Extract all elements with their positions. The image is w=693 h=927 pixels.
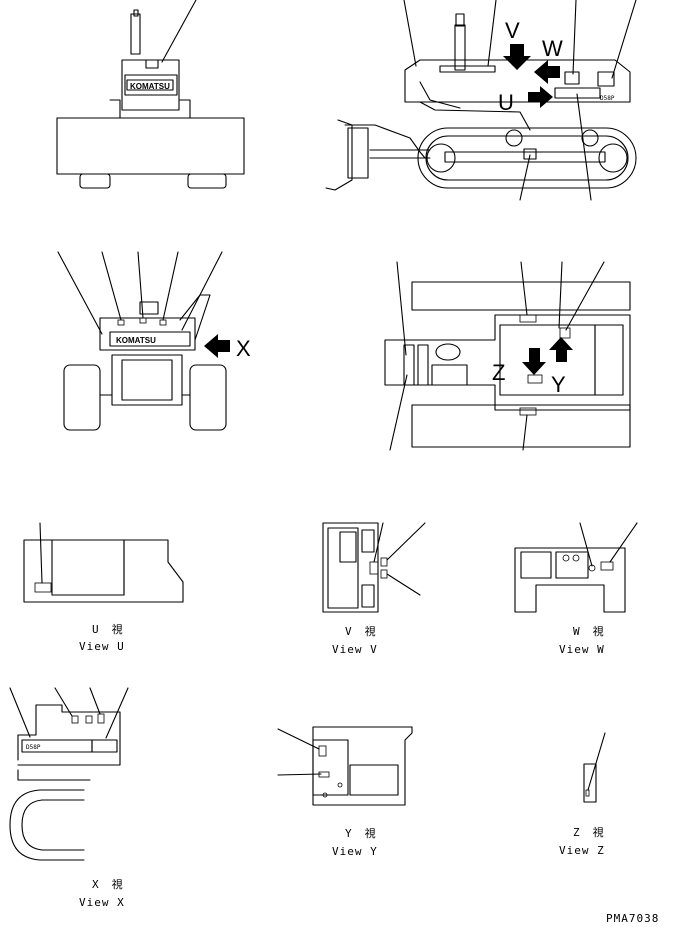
front-view: KOMATSU (56, 0, 245, 189)
view-w-jp-label: W 視 (573, 624, 605, 638)
view-v-en-label: View V (332, 643, 378, 656)
view-y-en-label: View Y (332, 845, 378, 858)
view-y-drawing (277, 726, 413, 806)
view-z-en-label: View Z (559, 844, 605, 857)
view-arrow-v: V (503, 18, 531, 70)
rear-view: KOMATSU (57, 251, 227, 431)
svg-text:X: X (236, 336, 251, 361)
view-x-drawing: D58P (9, 687, 129, 861)
view-u-jp-label: U 視 (92, 622, 124, 636)
view-w-en-label: View W (559, 643, 605, 656)
view-x-jp-label: X 視 (92, 877, 124, 891)
side-view: D58P (325, 0, 637, 201)
view-y-jp-label: Y 視 (345, 826, 377, 840)
view-z-drawing (583, 732, 606, 803)
svg-text:Z: Z (492, 360, 505, 385)
view-v-jp-label: V 視 (345, 624, 377, 638)
view-u-en-label: View U (79, 640, 125, 653)
top-view (384, 261, 631, 451)
view-arrow-y: Y (549, 337, 573, 397)
view-v-drawing (322, 522, 426, 613)
drawing-code: PMA7038 (606, 912, 659, 925)
svg-text:V: V (505, 18, 520, 43)
view-arrow-u: U (498, 86, 553, 115)
svg-text:Y: Y (551, 372, 566, 397)
view-z-jp-label: Z 視 (573, 825, 605, 839)
rear-logo: KOMATSU (116, 336, 156, 345)
view-arrow-w: W (534, 36, 563, 84)
front-logo: KOMATSU (130, 82, 170, 91)
view-arrow-z: Z (492, 348, 546, 385)
view-w-drawing (514, 522, 638, 613)
svg-text:U: U (498, 90, 514, 115)
view-arrow-x: X (204, 334, 251, 361)
side-model-plate: D58P (600, 95, 615, 102)
svg-text:W: W (542, 36, 563, 61)
view-u-drawing (23, 522, 184, 603)
view-x-en-label: View X (79, 896, 125, 909)
view-x-plate: D58P (26, 744, 41, 751)
